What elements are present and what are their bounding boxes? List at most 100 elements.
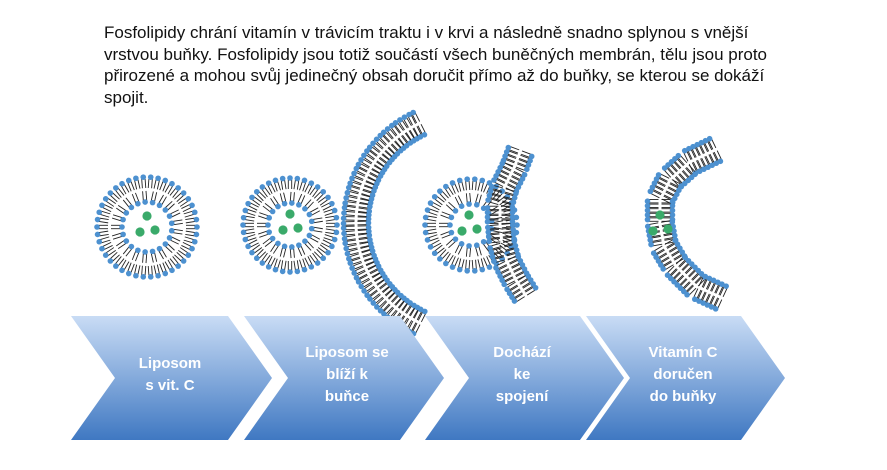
lipid-head [135, 200, 141, 207]
lipid-head [473, 202, 480, 208]
lipid-head [487, 188, 494, 194]
lipid-head [340, 215, 347, 222]
lipid-head [308, 264, 315, 270]
lipid-head [279, 175, 286, 182]
lipid-head [364, 292, 370, 299]
lipid-head [340, 220, 347, 227]
lipid-head [644, 212, 651, 218]
lipid-head [133, 272, 139, 279]
lipid-head [380, 129, 387, 136]
lipid-head [259, 260, 266, 266]
lipid-head [302, 238, 308, 244]
lipid-head [149, 199, 156, 206]
lipid-head [135, 247, 141, 254]
lipid-head [484, 205, 491, 211]
lipid-head [491, 177, 497, 183]
lipid-head [532, 284, 539, 291]
lipid-head [119, 267, 125, 274]
lipid-head [644, 216, 651, 223]
lipid-head [422, 222, 428, 228]
lipid-head [486, 238, 492, 245]
lipid-head [374, 304, 380, 310]
lipid-head [175, 263, 181, 269]
lipid-head [240, 229, 247, 236]
lipid-head [329, 200, 335, 207]
lipid-head [265, 264, 272, 270]
lipid-head [191, 209, 198, 216]
vitamin-c-dots-3 [457, 210, 482, 236]
lipid-head [361, 288, 367, 294]
lipid-head [458, 241, 465, 247]
lipid-head [94, 216, 101, 223]
lipid-head [480, 238, 487, 245]
lipid-head [331, 207, 338, 214]
lipid-head [491, 258, 497, 265]
lipid-head [485, 229, 492, 235]
lipid-head [708, 304, 715, 310]
lipid-head [485, 233, 492, 240]
lipid-head [344, 189, 351, 196]
lipid-head [156, 202, 163, 209]
chevron-step-3 [425, 316, 624, 440]
lipid-head [125, 177, 132, 184]
lipid-head [169, 180, 175, 187]
lipid-head [281, 243, 288, 250]
lipid-head [392, 120, 399, 126]
lipid-head [472, 268, 478, 274]
lipid-head [162, 270, 169, 277]
lipid-head [320, 255, 327, 262]
vitamin-c-dot [655, 210, 665, 220]
lipid-head [466, 201, 472, 207]
lipid-head [119, 180, 125, 187]
lipid-head [107, 190, 114, 196]
lipid-head [343, 195, 349, 201]
lipid-head [162, 177, 169, 184]
lipid-head [294, 175, 301, 182]
lipid-head [281, 200, 288, 207]
liposom-1 [94, 174, 200, 280]
lipid-head [672, 232, 678, 239]
lipid-head [431, 250, 438, 257]
lipid-head [510, 226, 516, 233]
lipid-head [296, 202, 302, 208]
lipid-head [696, 168, 703, 175]
lipid-head [269, 235, 276, 242]
lipid-head [320, 188, 327, 195]
lipid-head [162, 207, 169, 213]
lipid-head [185, 196, 192, 202]
lipid-head [361, 152, 367, 159]
lipid-head [644, 207, 651, 214]
lipid-head [166, 213, 173, 219]
vitamin-c-dot [135, 227, 145, 237]
lipid-head [706, 135, 713, 142]
lipid-head [510, 231, 517, 237]
chevron-step-2 [244, 316, 444, 440]
lipid-head [259, 184, 266, 190]
lipid-head [102, 196, 109, 202]
lipid-head [347, 260, 354, 266]
lipid-head [371, 252, 377, 259]
lipid-head [240, 214, 247, 221]
lipid-head [191, 238, 198, 245]
lipid-head [452, 208, 459, 214]
lipid-head [249, 194, 255, 201]
lipid-head [128, 243, 135, 250]
lipid-head [473, 242, 480, 248]
lipid-head [505, 144, 512, 151]
lipid-head [341, 204, 348, 211]
cell-membrane-4 [644, 135, 729, 312]
lipid-head [180, 258, 187, 264]
lipid-head [128, 204, 135, 211]
lipid-head [671, 228, 677, 234]
lipid-head [644, 203, 651, 209]
lipid-head [367, 236, 373, 243]
lipid-head [669, 198, 676, 204]
step-label-2: Liposom se blíží k buňce [305, 344, 389, 405]
lipid-head [355, 161, 362, 168]
lipid-head [253, 255, 260, 262]
lipid-head [501, 281, 507, 288]
lipid-head [447, 222, 453, 228]
step-label-1: Liposom s vit. C [138, 355, 202, 394]
lipid-head [410, 109, 416, 116]
chevron-step-1 [71, 316, 272, 440]
